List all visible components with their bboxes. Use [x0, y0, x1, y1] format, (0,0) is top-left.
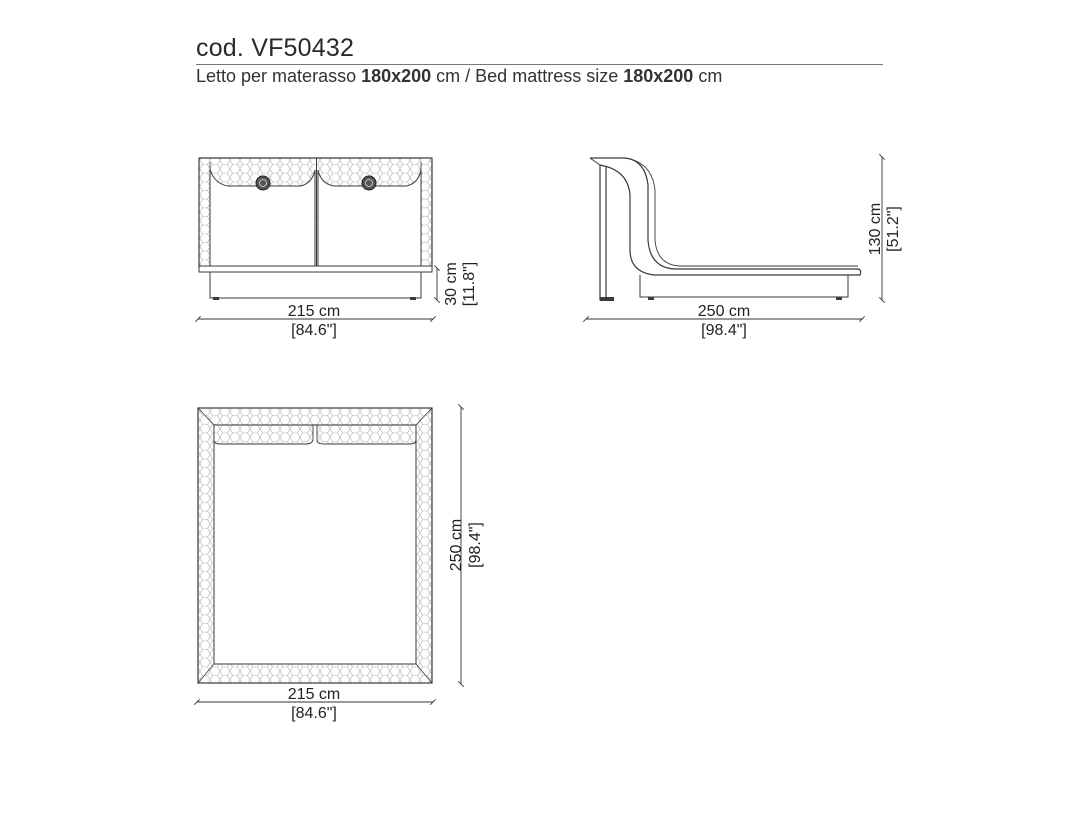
top-width-cm: 215 cm — [288, 686, 340, 703]
top-length-in: [98.4"] — [467, 522, 484, 568]
title-rule — [196, 64, 883, 65]
front-deck — [198, 265, 433, 273]
side-view: 250 cm [98.4"] 130 cm [51.2"] — [582, 153, 902, 339]
top-pillow-right — [316, 424, 417, 445]
top-length-cm: 250 cm — [448, 519, 465, 571]
front-headboard-left — [209, 169, 316, 269]
front-button-right — [361, 175, 377, 191]
subtitle-part-c: cm / Bed mattress size — [431, 66, 624, 86]
front-view: 215 cm [84.6"] 30 cm [11.8"] — [194, 157, 478, 339]
product-code: cod. VF50432 — [196, 34, 355, 62]
front-width-in: [84.6"] — [291, 322, 337, 339]
side-base — [639, 275, 849, 298]
top-pillow-left — [213, 424, 314, 445]
subtitle-mattress-size-en: 180x200 — [623, 66, 694, 86]
subtitle-part-e: cm — [693, 66, 723, 86]
subtitle-part-a: Letto per materasso — [196, 66, 362, 86]
front-base — [209, 271, 422, 299]
side-height-cm: 130 cm — [867, 203, 884, 255]
side-length-cm: 250 cm — [698, 303, 750, 320]
side-height-in: [51.2"] — [885, 206, 902, 252]
front-height-in: [11.8"] — [461, 262, 478, 307]
subtitle-mattress-size-it: 180x200 — [361, 66, 432, 86]
top-view: 215 cm [84.6"] 250 cm [98.4"] — [193, 403, 484, 722]
product-subtitle: Letto per materasso 180x200 cm / Bed mat… — [196, 66, 722, 87]
side-profile — [590, 157, 862, 301]
front-height-cm: 30 cm — [443, 262, 460, 306]
front-width-cm: 215 cm — [288, 303, 340, 320]
front-button-left — [255, 175, 271, 191]
top-mattress-area — [213, 424, 417, 665]
top-width-in: [84.6"] — [291, 705, 337, 722]
side-length-in: [98.4"] — [701, 322, 747, 339]
